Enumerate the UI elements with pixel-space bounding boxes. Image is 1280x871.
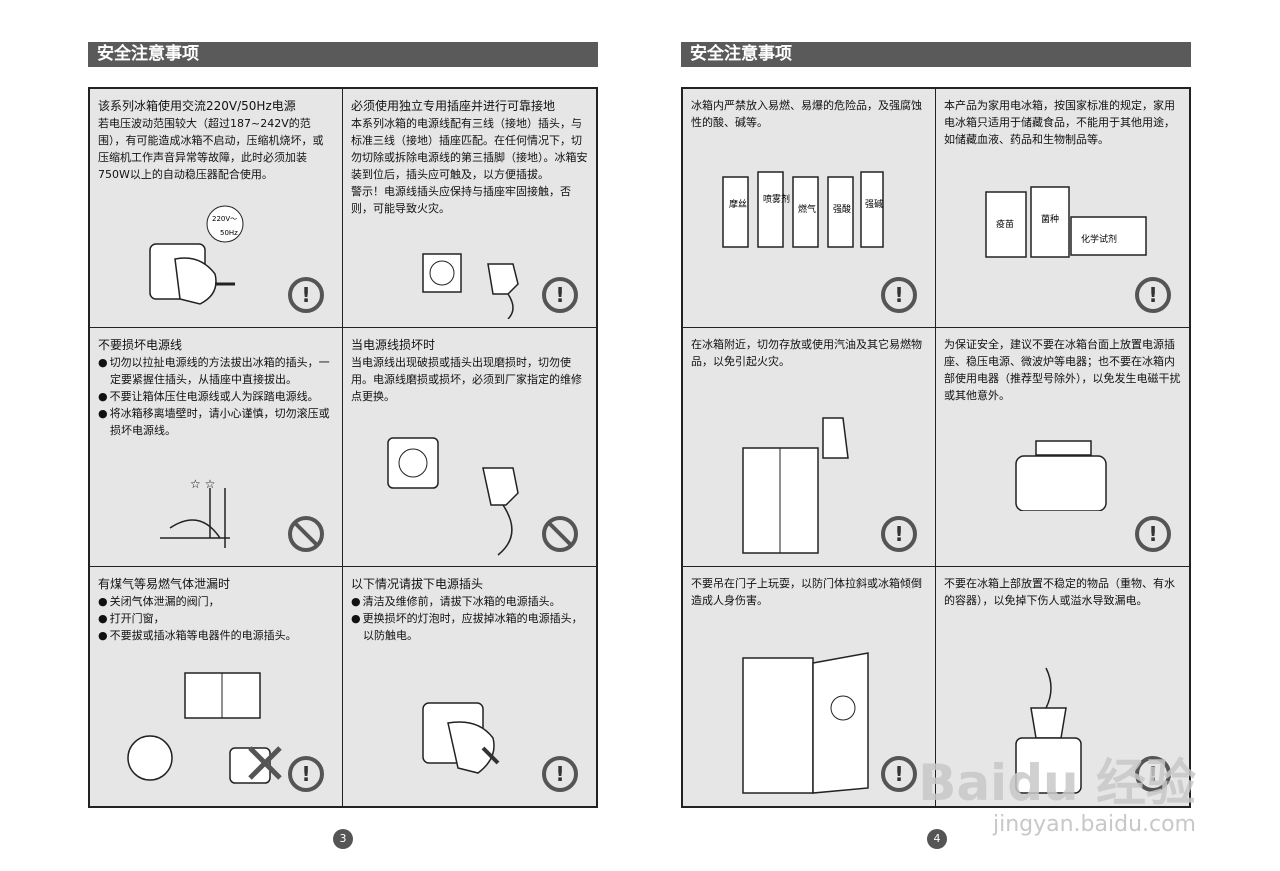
gas-leak-illustration [127, 672, 282, 784]
cell-warning: 警示！电源线插头应保持与插座牢固接触，否则，可能导致火灾。 [351, 185, 571, 215]
fridge-fire-hazard-illustration [742, 417, 849, 554]
svg-text:!: ! [894, 522, 903, 546]
bottle-label: 强酸 [833, 204, 851, 215]
watermark-brand: Baidu 经验 [918, 754, 1196, 812]
page-number: 3 [333, 829, 353, 849]
unplug-illustration [422, 702, 500, 774]
cell-title: 当电源线损坏时 [351, 338, 436, 352]
prohibited-icon [288, 516, 324, 552]
plug-socket-illustration: 220V～ 50Hz [149, 205, 244, 305]
svg-text:!: ! [1148, 762, 1157, 786]
watermark-url: jingyan.baidu.com [992, 812, 1196, 837]
cell-title: 以下情况请拔下电源插头 [351, 577, 484, 591]
bullet-item: 关闭气体泄漏的阀门， [98, 593, 334, 610]
medical-supplies-illustration: 疫苗 菌种 化学试剂 [985, 186, 1147, 258]
safety-cell: 冰箱内严禁放入易燃、易爆的危险品，及强腐蚀性的酸、碱等。 摩丝 喷雾剂 燃气 强… [683, 89, 936, 328]
warning-exclamation-icon: ! [542, 277, 578, 313]
svg-text:!: ! [301, 283, 310, 307]
bullet-item: 不要让箱体压住电源线或人为踩踏电源线。 [98, 388, 334, 405]
svg-text:!: ! [301, 762, 310, 786]
safety-cell: 本产品为家用电冰箱，按国家标准的规定，家用电冰箱只适用于储藏食品，不能用于其他用… [936, 89, 1189, 328]
safety-cell: 必须使用独立专用插座并进行可靠接地 本系列冰箱的电源线配有三线（接地）插头，与标… [343, 89, 596, 328]
child-on-door-illustration [742, 652, 869, 794]
svg-text:!: ! [894, 283, 903, 307]
bottle-label: 强碱 [865, 199, 883, 210]
safety-cell: 不要损坏电源线 切勿以拉扯电源线的方法拔出冰箱的插头，一定要紧握住插头，从插座中… [90, 328, 343, 567]
voltage-label: 220V～ [212, 215, 237, 223]
bullet-item: 不要拔或插冰箱等电器件的电源插头。 [98, 627, 334, 644]
svg-text:!: ! [1148, 522, 1157, 546]
cell-body: 冰箱内严禁放入易燃、易爆的危险品，及强腐蚀性的酸、碱等。 [691, 99, 922, 129]
warning-exclamation-icon: ! [881, 756, 917, 792]
svg-text:!: ! [555, 283, 564, 307]
damaged-plug-illustration [387, 437, 519, 556]
bullet-item: 切勿以拉扯电源线的方法拔出冰箱的插头，一定要紧握住插头，从插座中直接拔出。 [98, 354, 334, 388]
warning-exclamation-icon: ! [1135, 516, 1171, 552]
bullet-item: 打开门窗， [98, 610, 334, 627]
safety-grid: 冰箱内严禁放入易燃、易爆的危险品，及强腐蚀性的酸、碱等。 摩丝 喷雾剂 燃气 强… [681, 87, 1191, 808]
warning-exclamation-icon: ! [1135, 756, 1171, 792]
page-left: 安全注意事项 该系列冰箱使用交流220V/50Hz电源 若电压波动范围较大（超过… [88, 0, 598, 871]
warning-exclamation-icon: ! [881, 277, 917, 313]
fridge-top-socket-illustration [1015, 440, 1107, 511]
safety-cell: 在冰箱附近，切勿存放或使用汽油及其它易燃物品，以免引起火灾。 ! [683, 328, 936, 567]
cell-body: 不要在冰箱上部放置不稳定的物品（重物、有水的容器），以免掉下伤人或溢水导致漏电。 [944, 577, 1175, 607]
svg-text:!: ! [555, 762, 564, 786]
cell-body: 本系列冰箱的电源线配有三线（接地）插头，与标准三线（接地）插座匹配。在任何情况下… [351, 117, 588, 181]
socket-and-plug-illustration [422, 253, 519, 319]
frequency-label: 50Hz [220, 229, 238, 237]
svg-text:!: ! [1148, 283, 1157, 307]
item-label: 化学试剂 [1081, 233, 1117, 245]
page-number: 4 [927, 829, 947, 849]
cell-body: 不要吊在门子上玩耍，以防门体拉斜或冰箱倾倒造成人身伤害。 [691, 577, 922, 607]
safety-cell: 为保证安全，建议不要在冰箱台面上放置电源插座、稳压电源、微波炉等电器；也不要在冰… [936, 328, 1189, 567]
prohibited-icon [542, 516, 578, 552]
warning-exclamation-icon: ! [1135, 277, 1171, 313]
crushed-cord-illustration: ☆ ☆ [160, 477, 230, 548]
falling-vase-illustration [1015, 667, 1082, 794]
cell-title: 该系列冰箱使用交流220V/50Hz电源 [98, 99, 296, 113]
cell-body: 当电源线出现破损或插头出现磨损时，切勿使用。电源线磨损或损坏，必须到厂家指定的维… [351, 356, 582, 403]
hazardous-bottles-illustration: 摩丝 喷雾剂 燃气 强酸 强碱 [722, 171, 884, 248]
safety-cell: 不要在冰箱上部放置不稳定的物品（重物、有水的容器），以免掉下伤人或溢水导致漏电。… [936, 567, 1189, 806]
safety-cell: 不要吊在门子上玩耍，以防门体拉斜或冰箱倾倒造成人身伤害。 ! [683, 567, 936, 806]
bottle-label: 摩丝 [729, 198, 747, 210]
cell-title: 必须使用独立专用插座并进行可靠接地 [351, 99, 556, 113]
bullet-item: 将冰箱移离墙壁时，请小心谨慎，切勿滚压或损坏电源线。 [98, 405, 334, 439]
safety-cell: 当电源线损坏时 当电源线出现破损或插头出现磨损时，切勿使用。电源线磨损或损坏，必… [343, 328, 596, 567]
cell-title: 不要损坏电源线 [98, 338, 183, 352]
safety-cell: 该系列冰箱使用交流220V/50Hz电源 若电压波动范围较大（超过187~242… [90, 89, 343, 328]
warning-exclamation-icon: ! [542, 756, 578, 792]
safety-cell: 有煤气等易燃气体泄漏时 关闭气体泄漏的阀门， 打开门窗， 不要拔或插冰箱等电器件… [90, 567, 343, 806]
bottle-label: 喷雾剂 [763, 193, 790, 205]
warning-exclamation-icon: ! [288, 277, 324, 313]
page-right: 安全注意事项 冰箱内严禁放入易燃、易爆的危险品，及强腐蚀性的酸、碱等。 摩丝 喷… [681, 0, 1191, 871]
cell-body: 本产品为家用电冰箱，按国家标准的规定，家用电冰箱只适用于储藏食品，不能用于其他用… [944, 99, 1175, 146]
section-header: 安全注意事项 [88, 42, 598, 67]
cell-body: 在冰箱附近，切勿存放或使用汽油及其它易燃物品，以免引起火灾。 [691, 338, 922, 368]
cell-body: 若电压波动范围较大（超过187~242V的范围），有可能造成冰箱不启动，压缩机烧… [98, 117, 324, 181]
svg-text:☆ ☆: ☆ ☆ [190, 477, 215, 491]
item-label: 菌种 [1041, 213, 1059, 225]
section-header: 安全注意事项 [681, 42, 1191, 67]
safety-cell: 以下情况请拔下电源插头 清洁及维修前，请拔下冰箱的电源插头。 更换损坏的灯泡时，… [343, 567, 596, 806]
cell-body: 为保证安全，建议不要在冰箱台面上放置电源插座、稳压电源、微波炉等电器；也不要在冰… [944, 338, 1181, 402]
bullet-item: 更换损坏的灯泡时，应拔掉冰箱的电源插头，以防触电。 [351, 610, 588, 644]
cell-title: 有煤气等易燃气体泄漏时 [98, 577, 231, 591]
warning-exclamation-icon: ! [881, 516, 917, 552]
bottle-label: 燃气 [798, 203, 816, 215]
safety-grid: 该系列冰箱使用交流220V/50Hz电源 若电压波动范围较大（超过187~242… [88, 87, 598, 808]
bullet-item: 清洁及维修前，请拔下冰箱的电源插头。 [351, 593, 588, 610]
warning-exclamation-icon: ! [288, 756, 324, 792]
item-label: 疫苗 [996, 218, 1014, 230]
svg-text:!: ! [894, 762, 903, 786]
